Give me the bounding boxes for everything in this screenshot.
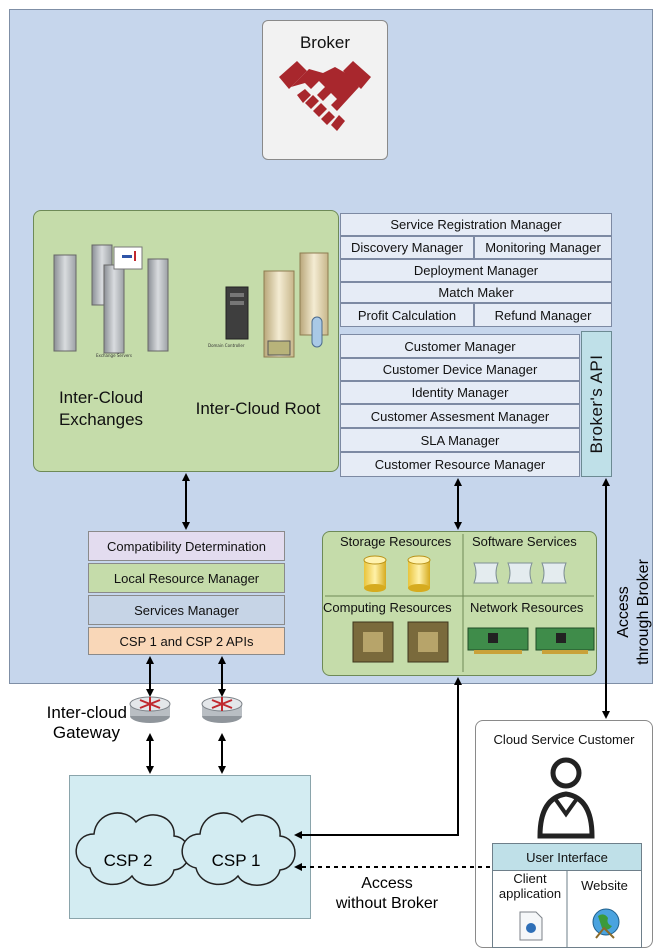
csp1-cloud [181,812,296,886]
customer-assesment-manager: Customer Assesment Manager [340,404,580,428]
access-through-line-2: through Broker [635,558,652,665]
client-line-1: Client [513,871,547,886]
access-without-line-2: without Broker [335,895,439,912]
discovery-manager: Discovery Manager [340,236,474,259]
intercloud-root-label: Inter-Cloud Root [195,399,321,418]
csp-apis: CSP 1 and CSP 2 APIs [88,627,285,655]
exchanges-line-2: Exchanges [58,410,144,429]
website-label: Website [581,878,628,893]
handshake-icon [279,61,371,131]
router-icon [129,696,171,723]
software-icon [473,562,567,584]
client-application-label: Client application [493,871,567,901]
document-icon [519,911,543,941]
customer-manager: Customer Manager [340,334,580,358]
domain-controller-caption: Domain Controller [208,343,245,348]
intercloud-box: Exchange Servers Domain Controller Inter… [33,210,339,472]
network-resources-label: Network Resources [470,600,584,615]
arrow-resources-csp1 [294,677,462,839]
globe-icon [592,908,620,939]
csp2-cloud [75,812,190,886]
client-line-2: application [498,886,562,901]
gateway-line-1: Inter-cloud [47,703,127,722]
match-maker: Match Maker [340,282,612,303]
deployment-manager: Deployment Manager [340,259,612,282]
customer-device-manager: Customer Device Manager [340,358,580,381]
broker-box: Broker [262,20,388,160]
exchange-servers-icon: Exchange Servers [53,244,169,358]
router-icon [201,696,243,723]
service-registration-manager: Service Registration Manager [340,213,612,236]
brokers-api: Broker's API [581,331,612,477]
monitoring-manager: Monitoring Manager [474,236,612,259]
csp2-label: CSP 2 [104,851,153,870]
compatibility-determination: Compatibility Determination [88,531,285,561]
customer-title: Cloud Service Customer [493,732,635,747]
services-manager: Services Manager [88,595,285,625]
domain-controller-icon: Domain Controller [208,252,329,358]
cpu-icon [352,621,449,663]
storage-resources-label: Storage Resources [340,534,452,549]
customer-resource-manager: Customer Resource Manager [340,452,580,477]
refund-manager: Refund Manager [474,303,612,327]
identity-manager: Identity Manager [340,381,580,404]
access-without-line-1: Access [361,875,413,892]
computing-resources-label: Computing Resources [323,600,452,615]
user-interface-header: User Interface [493,844,641,871]
profit-calculation: Profit Calculation [340,303,474,327]
exchange-servers-caption: Exchange Servers [96,353,132,358]
network-card-icon [467,627,595,654]
csp1-label: CSP 1 [212,851,261,870]
software-services-label: Software Services [472,534,577,549]
local-resource-manager: Local Resource Manager [88,563,285,593]
intercloud-exchanges-label: Inter-Cloud Exchanges [40,387,162,431]
access-through-line-1: Access [615,586,632,638]
broker-title: Broker [299,33,351,52]
user-icon [537,757,595,839]
storage-icon [363,555,431,592]
exchanges-line-1: Inter-Cloud [58,388,144,407]
sla-manager: SLA Manager [340,428,580,452]
gateway-line-2: Gateway [53,723,121,742]
